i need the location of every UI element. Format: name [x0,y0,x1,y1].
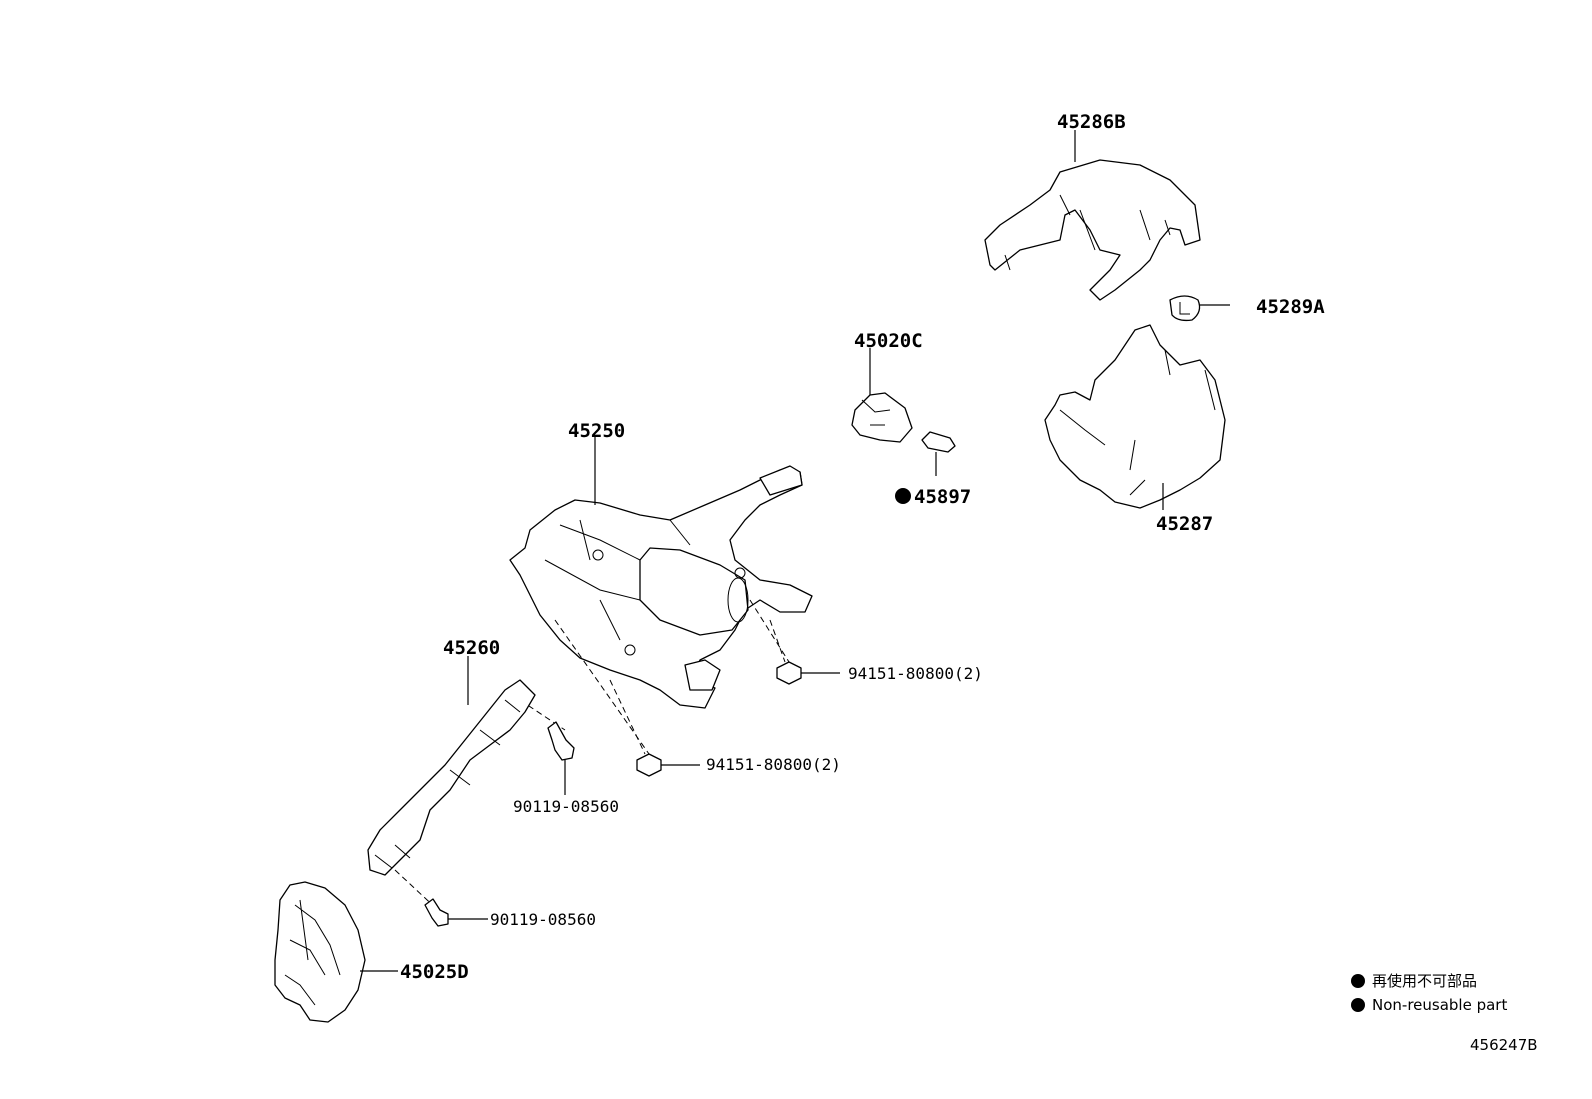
part-label-45286B: 45286B [1057,111,1126,133]
part-label-45897: 45897 [914,486,971,508]
key-cylinder [851,392,913,443]
pin-45897 [921,431,956,453]
column-cover-clip [1169,295,1201,322]
part-label-45025D: 45025D [400,961,469,983]
nut-lower [636,753,662,777]
assembly-line-lower-nut-2 [609,679,646,755]
lower-column-cover [1044,324,1226,509]
legend-text-jp: 再使用不可部品 [1372,972,1477,990]
figure-number: 456247B [1470,1036,1538,1054]
part-label-45289A: 45289A [1256,296,1325,318]
legend-bullet-en [1351,998,1365,1012]
assembly-line-upper-nut [749,599,790,663]
legend-bullet-jp [1351,974,1365,988]
part-label-90119-lower: 90119-08560 [490,910,596,929]
assembly-line-upper-nut-2 [769,619,786,663]
bolt-upper [547,721,575,761]
steering-column-assembly [509,465,813,709]
part-label-45020C: 45020C [854,330,923,352]
steering-boot [274,881,366,1023]
bolt-lower [424,898,449,927]
part-label-94151-upper: 94151-80800(2) [848,664,983,683]
non-reusable-marker-45897 [895,488,911,504]
nut-upper [776,661,802,685]
legend-text-en: Non-reusable part [1372,996,1507,1014]
part-label-45260: 45260 [443,637,500,659]
part-label-45250: 45250 [568,420,625,442]
assembly-line-lower-nut [554,619,650,755]
part-label-90119-upper: 90119-08560 [513,797,619,816]
intermediate-shaft [367,679,536,876]
part-label-45287: 45287 [1156,513,1213,535]
upper-column-cover [984,159,1201,301]
legend: 再使用不可部品 Non-reusable part [1351,972,1507,1014]
part-label-94151-lower: 94151-80800(2) [706,755,841,774]
